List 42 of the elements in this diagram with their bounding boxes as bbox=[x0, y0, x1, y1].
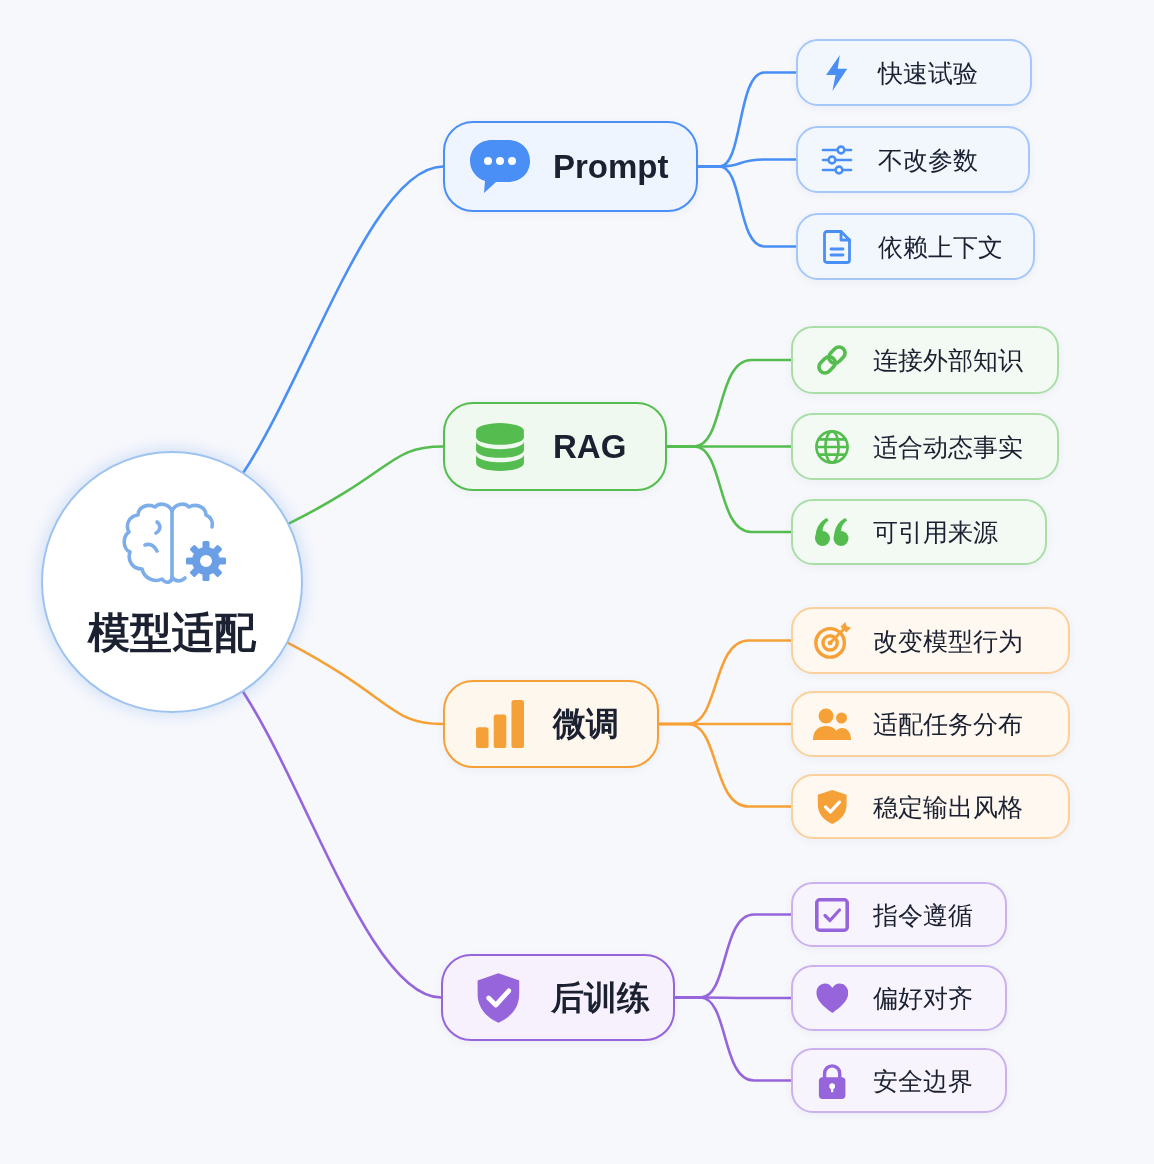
connector-line bbox=[665, 445, 793, 534]
topic-box bbox=[443, 121, 698, 212]
leaf-label: 偏好对齐 bbox=[873, 983, 973, 1013]
leaf-label: 改变模型行为 bbox=[873, 625, 1023, 656]
leaf-label: 适合动态事实 bbox=[873, 431, 1023, 462]
leaf-box bbox=[791, 882, 1007, 947]
connector-line bbox=[286, 641, 445, 726]
topic-box bbox=[443, 402, 667, 491]
topic-label: RAG bbox=[553, 426, 627, 467]
leaf-label: 可引用来源 bbox=[873, 517, 998, 547]
topic-label: 后训练 bbox=[551, 977, 650, 1018]
leaf-label: 不改参数 bbox=[878, 144, 978, 175]
leaf-label: 适配任务分布 bbox=[873, 709, 1023, 739]
leaf-box bbox=[791, 413, 1059, 480]
leaf-box bbox=[791, 965, 1007, 1031]
leaf-box bbox=[791, 607, 1070, 674]
leaf-box bbox=[796, 39, 1032, 106]
leaf-box bbox=[791, 774, 1070, 839]
topic-label: 微调 bbox=[553, 704, 619, 744]
leaf-label: 安全边界 bbox=[873, 1065, 973, 1096]
leaf-label: 连接外部知识 bbox=[873, 345, 1023, 375]
leaf-label: 指令遵循 bbox=[873, 899, 973, 930]
connector-line bbox=[657, 722, 793, 808]
leaf-box bbox=[796, 213, 1035, 280]
connector-line bbox=[287, 445, 445, 525]
connector-line bbox=[673, 996, 793, 1082]
center-title: 模型适配 bbox=[88, 607, 256, 658]
leaf-label: 依赖上下文 bbox=[878, 231, 1003, 262]
topic-box bbox=[443, 680, 659, 768]
leaf-box bbox=[796, 126, 1030, 193]
leaf-box bbox=[791, 326, 1059, 394]
connector-line bbox=[242, 165, 445, 474]
center-circle bbox=[41, 451, 303, 713]
leaf-label: 稳定输出风格 bbox=[873, 791, 1023, 822]
leaf-box bbox=[791, 1048, 1007, 1113]
leaf-box bbox=[791, 691, 1070, 757]
leaf-box bbox=[791, 499, 1047, 565]
topic-box bbox=[441, 954, 675, 1041]
topic-label: Prompt bbox=[553, 146, 669, 187]
connector-line bbox=[241, 690, 443, 999]
leaf-label: 快速试验 bbox=[878, 57, 978, 88]
connector-line bbox=[696, 165, 798, 248]
